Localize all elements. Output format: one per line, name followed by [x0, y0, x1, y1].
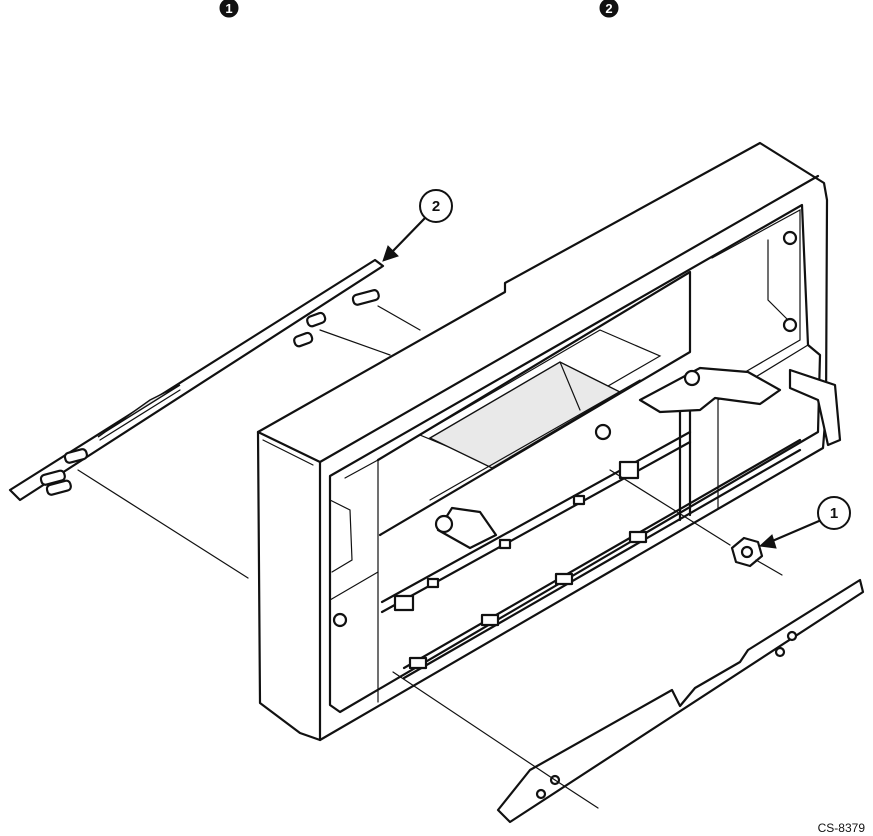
header-marker-2-label: 2 [605, 1, 612, 16]
callout-1: 1 [760, 497, 850, 548]
header-marker-2: 2 [600, 0, 618, 17]
callout-2-label: 2 [432, 198, 440, 215]
header-marker-1-label: 1 [225, 1, 232, 16]
header-marker-1: 1 [220, 0, 238, 17]
callout-1-label: 1 [830, 505, 838, 522]
callout-2: 2 [383, 190, 452, 261]
figure-code: CS-8379 [818, 821, 866, 835]
